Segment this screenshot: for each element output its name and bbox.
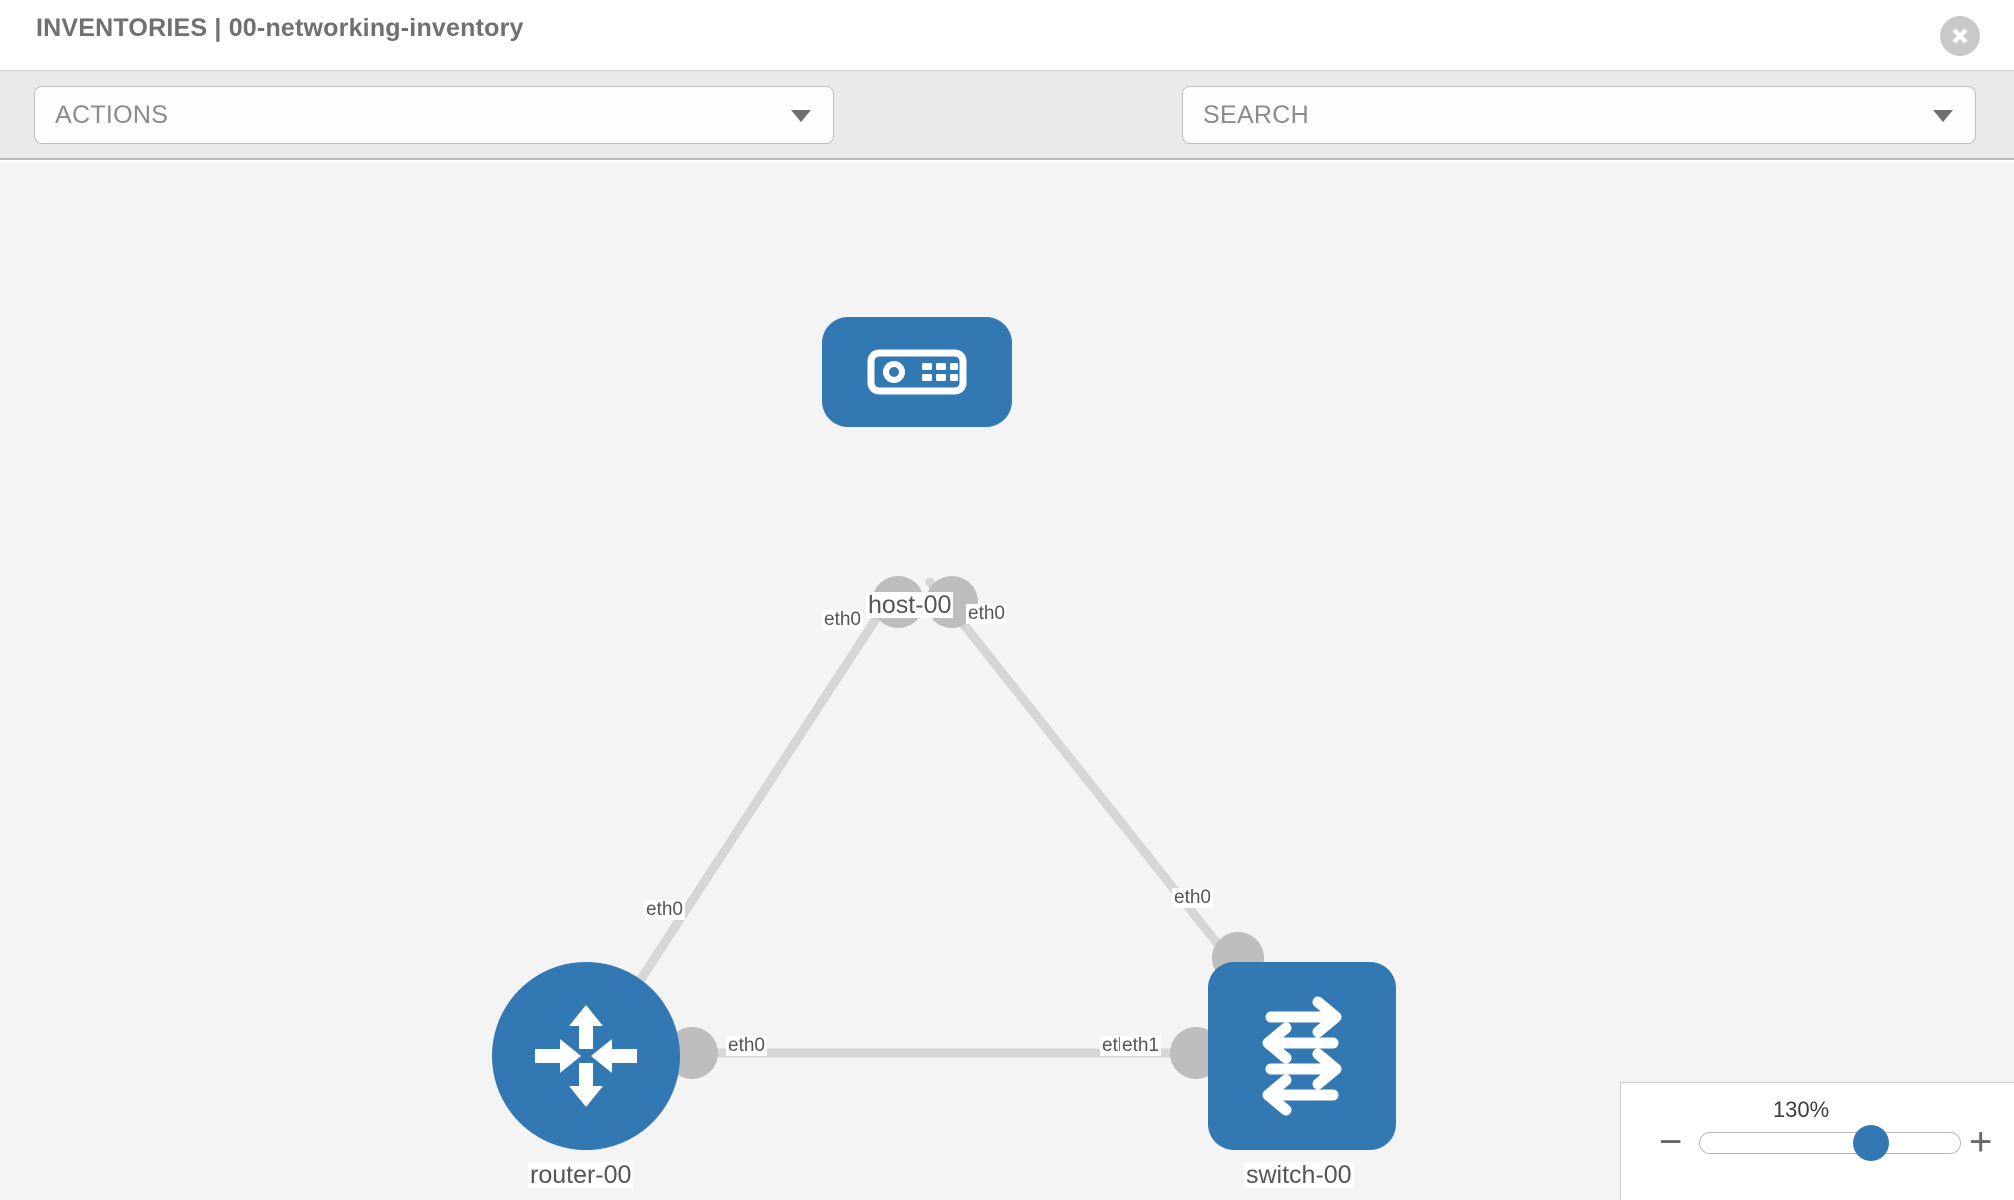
zoom-out-button[interactable]: − xyxy=(1659,1120,1683,1164)
host-node-shape[interactable] xyxy=(822,317,1012,427)
edge-router-host xyxy=(591,577,905,1053)
iface-label-router-up: eth0 xyxy=(644,899,685,920)
search-input[interactable]: SEARCH xyxy=(1182,86,1976,144)
switch-icon xyxy=(1262,996,1342,1116)
server-icon xyxy=(867,349,967,395)
router-node-shape[interactable] xyxy=(492,962,680,1150)
node-label-switch-00: switch-00 xyxy=(1244,1161,1354,1189)
chevron-down-icon xyxy=(1933,110,1953,122)
node-label-router-00: router-00 xyxy=(528,1161,634,1189)
iface-label-router-right: eth0 xyxy=(726,1035,767,1056)
iface-label-host-right: eth0 xyxy=(966,603,1007,624)
search-placeholder: SEARCH xyxy=(1203,101,1309,129)
topology-edges xyxy=(591,576,1264,1079)
chevron-down-icon xyxy=(791,110,811,122)
page-title: INVENTORIES | 00-networking-inventory xyxy=(36,14,524,42)
zoom-control-panel: 130% − + xyxy=(1620,1082,2014,1200)
switch-node-shape[interactable] xyxy=(1208,962,1396,1150)
page-header: INVENTORIES | 00-networking-inventory xyxy=(0,0,2014,70)
edge-endpoints xyxy=(666,576,1264,1079)
iface-label-switch-up: eth0 xyxy=(1172,887,1213,908)
iface-label-host-left: eth0 xyxy=(822,609,863,630)
zoom-slider-thumb[interactable] xyxy=(1853,1125,1889,1161)
zoom-slider-track[interactable] xyxy=(1699,1132,1961,1154)
zoom-level-value: 130% xyxy=(1772,1097,1830,1122)
actions-dropdown[interactable]: ACTIONS xyxy=(34,86,834,144)
actions-dropdown-label: ACTIONS xyxy=(55,101,169,129)
node-label-host-00: host-00 xyxy=(866,591,954,619)
zoom-in-button[interactable]: + xyxy=(1969,1120,1993,1164)
toolbar: ACTIONS SEARCH xyxy=(0,70,2014,198)
topology-canvas[interactable]: eth0 host-00 eth0 xyxy=(0,162,2014,1200)
close-icon[interactable] xyxy=(1940,16,1980,56)
router-icon xyxy=(535,1005,637,1107)
iface-label-switch-left-b: eth1 xyxy=(1120,1035,1161,1056)
